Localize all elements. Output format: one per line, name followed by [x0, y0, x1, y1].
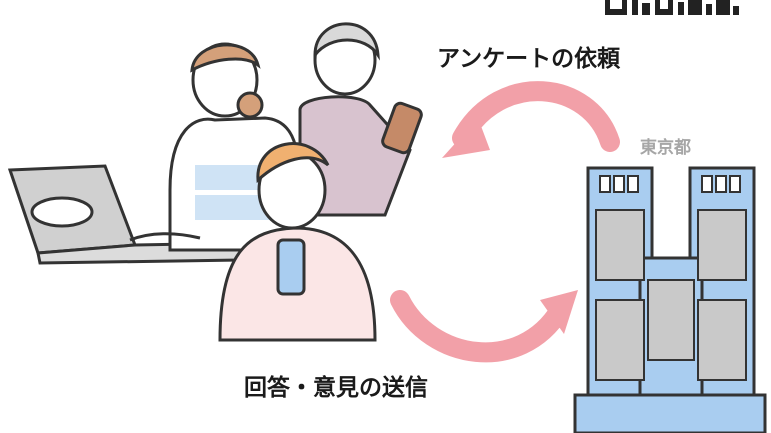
reply-arrow-head [540, 290, 578, 334]
reply-label: 回答・意見の送信 [244, 375, 428, 401]
elderly-woman-figure [298, 22, 423, 217]
boy-figure [218, 142, 377, 342]
request-label: アンケートの依頼 [437, 46, 621, 72]
request-arrow-head [442, 118, 490, 158]
request-arrow [452, 81, 620, 152]
qr-code-icon [605, 0, 739, 15]
reply-arrow [390, 290, 570, 363]
tokyo-label: 東京都 [640, 138, 691, 158]
tokyo-government-building-icon [573, 166, 767, 433]
